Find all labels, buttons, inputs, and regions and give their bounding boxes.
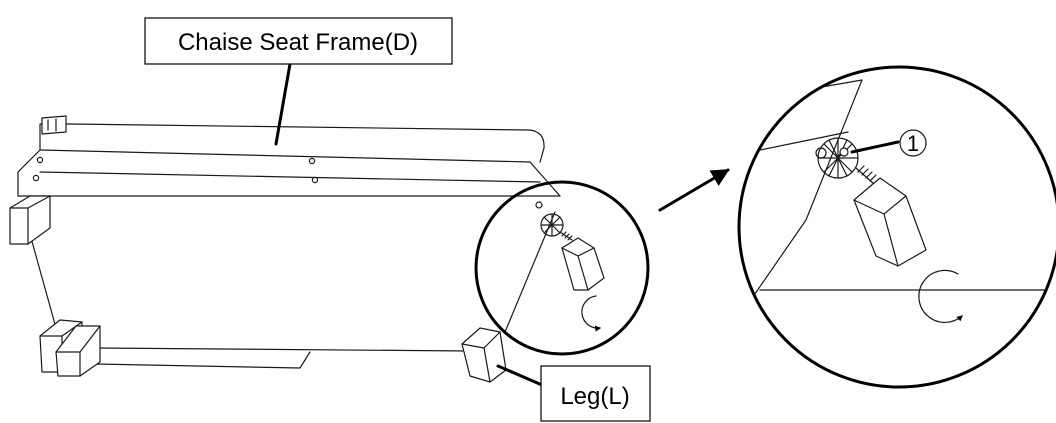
part-number-callout: 1 bbox=[850, 129, 927, 157]
frame-holes bbox=[32, 156, 319, 184]
leg-label-text: Leg(L) bbox=[560, 383, 629, 410]
zoom-detail: 1 bbox=[737, 65, 1056, 389]
t-nut-large bbox=[817, 137, 859, 179]
leg-small bbox=[561, 237, 605, 291]
frame-label-text: Chaise Seat Frame(D) bbox=[178, 29, 418, 56]
arrow-icon bbox=[658, 168, 730, 212]
frame-legs bbox=[9, 195, 507, 383]
leg-label: Leg(L) bbox=[496, 364, 651, 422]
screw-icon bbox=[559, 231, 573, 241]
detail-callout-circle bbox=[474, 180, 650, 356]
leg-front-right bbox=[461, 327, 507, 383]
rotate-clockwise-large-icon bbox=[918, 269, 963, 323]
screw-large-icon bbox=[855, 165, 877, 185]
leg-large bbox=[853, 177, 927, 267]
part-number-label: 1 bbox=[907, 131, 919, 156]
chaise-seat-frame bbox=[17, 115, 561, 369]
leg-front-left-b bbox=[55, 325, 101, 377]
rotate-clockwise-icon bbox=[581, 295, 602, 332]
leg-back-left bbox=[9, 195, 51, 245]
t-nut-small bbox=[540, 213, 564, 237]
frame-label: Chaise Seat Frame(D) bbox=[144, 17, 453, 146]
